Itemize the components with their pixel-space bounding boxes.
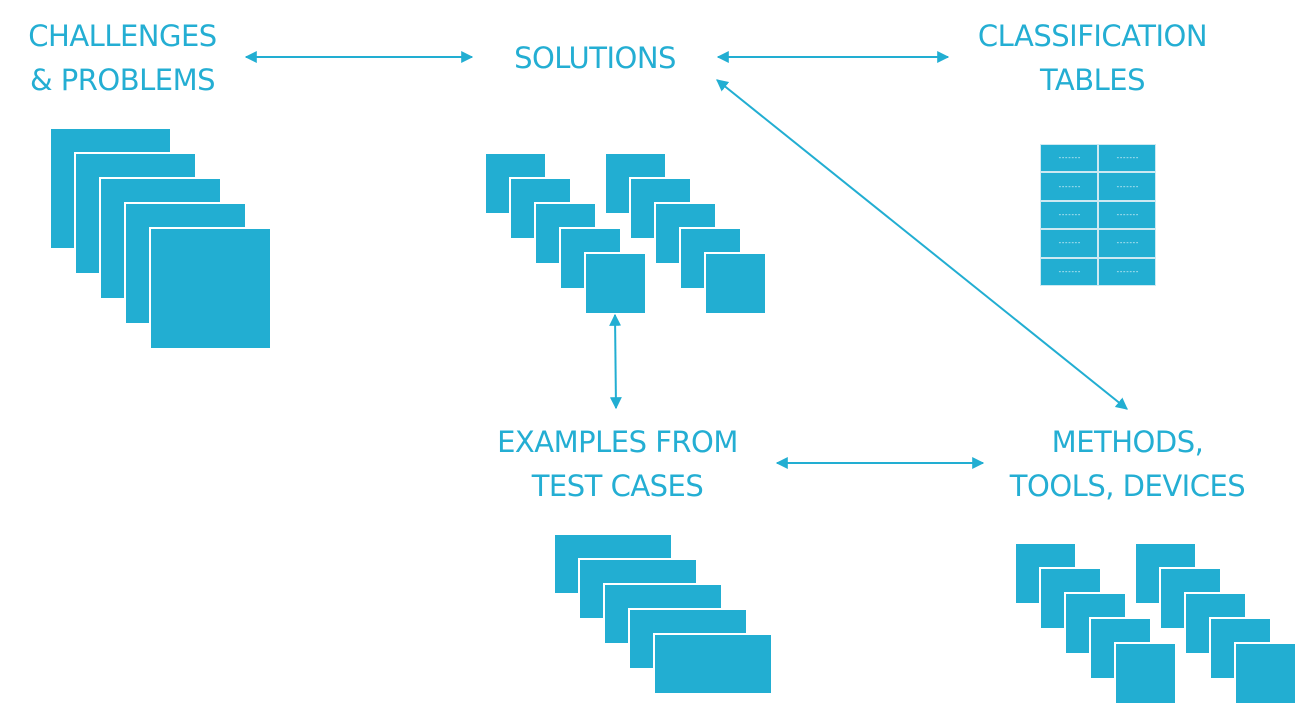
table-cell: ------- [1041, 201, 1097, 229]
table-cell: ------- [1099, 145, 1155, 172]
arrow-solutions-examples [609, 313, 622, 410]
card [586, 254, 645, 313]
methods-line-1: METHODS, [1051, 425, 1204, 459]
card [706, 254, 765, 313]
node-label-methods: METHODS, TOOLS, DEVICES [995, 420, 1260, 508]
node-label-solutions: SOLUTIONS [490, 36, 700, 80]
card [1236, 644, 1295, 703]
card [1116, 644, 1175, 703]
table-cell: ------- [1099, 258, 1155, 285]
table-cell: ------- [1041, 173, 1097, 200]
table-cell: ------- [1099, 173, 1155, 200]
examples-line-1: EXAMPLES FROM [497, 425, 738, 459]
table-cell: ------- [1099, 201, 1155, 229]
classification-line-1: CLASSIFICATION [977, 19, 1208, 53]
challenges-line-2: & PROBLEMS [29, 63, 216, 97]
challenges-line-1: CHALLENGES [28, 19, 217, 53]
node-label-examples: EXAMPLES FROM TEST CASES [470, 420, 765, 508]
methods-line-2: TOOLS, DEVICES [1009, 469, 1246, 503]
table-cell: ------- [1041, 145, 1097, 172]
table-cell: ------- [1099, 230, 1155, 257]
table-cell: ------- [1041, 230, 1097, 257]
solutions-line-1: SOLUTIONS [514, 41, 676, 75]
examples-line-2: TEST CASES [531, 469, 704, 503]
document-card [655, 635, 771, 693]
arrow-solutions-methods [716, 79, 1128, 410]
document-card [151, 229, 270, 348]
node-label-challenges: CHALLENGES & PROBLEMS [10, 14, 235, 102]
table-cell: ------- [1041, 258, 1097, 285]
classification-table-icon: ------- ------- ------- ------- ------- … [1040, 144, 1156, 286]
